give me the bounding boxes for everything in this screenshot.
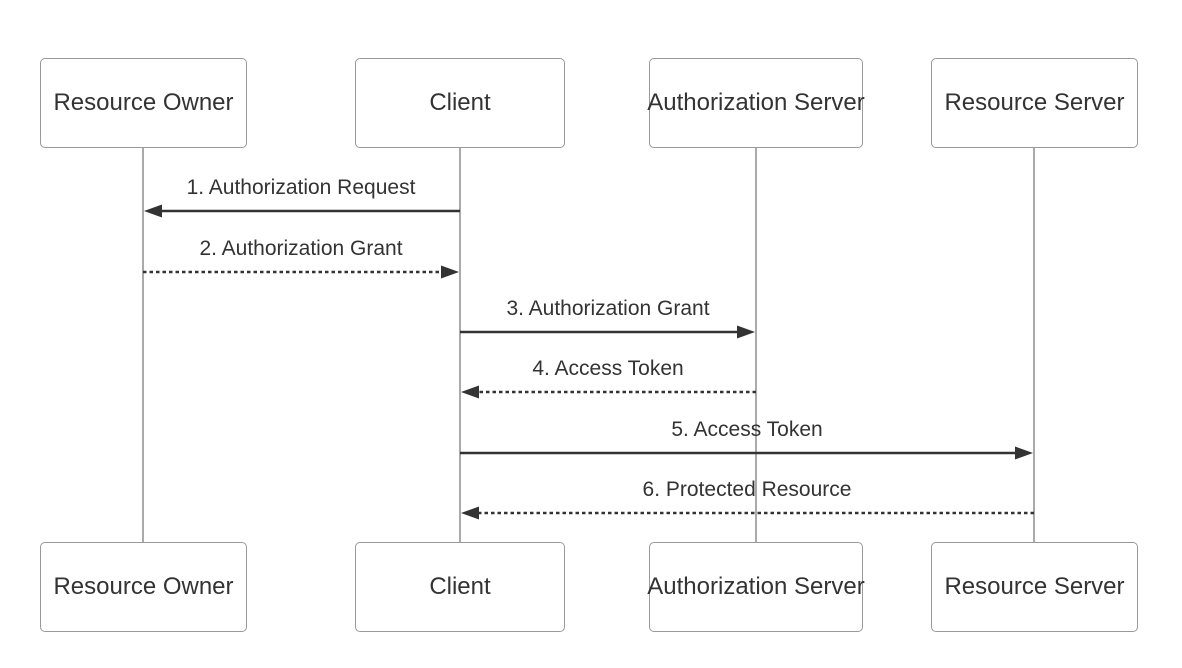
actor-label-resource-server-top: Resource Server xyxy=(944,89,1125,116)
actor-box-resource-owner-top: Resource Owner xyxy=(40,58,247,148)
actor-label-authorization-server-top: Authorization Server xyxy=(647,89,865,116)
actor-box-resource-server-top: Resource Server xyxy=(931,58,1138,148)
actor-label-resource-owner-bottom: Resource Owner xyxy=(53,573,234,600)
actor-box-resource-server-bottom: Resource Server xyxy=(931,542,1138,632)
actor-label-resource-server-bottom: Resource Server xyxy=(944,573,1125,600)
actor-box-resource-owner-bottom: Resource Owner xyxy=(40,542,247,632)
message-label-4: 4. Access Token xyxy=(532,357,684,380)
message-arrowhead-4 xyxy=(461,385,479,399)
actor-label-authorization-server-bottom: Authorization Server xyxy=(647,573,865,600)
message-label-2: 2. Authorization Grant xyxy=(199,237,403,260)
message-label-5: 5. Access Token xyxy=(671,418,823,441)
message-arrowhead-2 xyxy=(441,265,459,279)
actor-box-client-top: Client xyxy=(355,58,565,148)
message-label-3: 3. Authorization Grant xyxy=(506,297,710,320)
actor-box-client-bottom: Client xyxy=(355,542,565,632)
message-label-1: 1. Authorization Request xyxy=(186,176,416,199)
message-label-6: 6. Protected Resource xyxy=(642,478,852,501)
actor-label-resource-owner-top: Resource Owner xyxy=(53,89,234,116)
message-arrowhead-6 xyxy=(461,506,479,520)
message-arrowhead-1 xyxy=(144,204,162,218)
actor-label-client-bottom: Client xyxy=(429,573,491,600)
actor-box-authorization-server-top: Authorization Server xyxy=(647,58,865,148)
message-arrowhead-3 xyxy=(737,325,755,339)
message-arrowhead-5 xyxy=(1015,446,1033,460)
actor-box-authorization-server-bottom: Authorization Server xyxy=(647,542,865,632)
actor-label-client-top: Client xyxy=(429,89,491,116)
